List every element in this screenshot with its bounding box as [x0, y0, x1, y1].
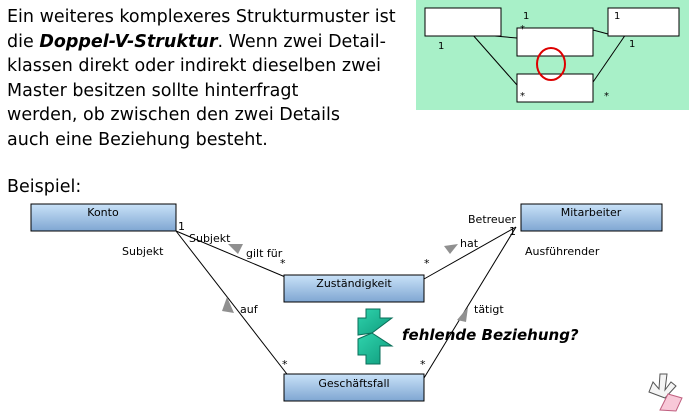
intro-line-2-post: . Wenn zwei Detail- [217, 31, 386, 52]
label-taetigt: tätigt [474, 303, 504, 316]
label-gilt-fuer: gilt für [246, 247, 283, 260]
class-box-geschaeftsfall [283, 373, 425, 402]
class-name-geschaeftsfall: Geschäftsfall [318, 377, 389, 390]
schema-mult-1-right: 1 [629, 39, 635, 50]
class-box-konto [30, 203, 177, 232]
label-subjekt-top: Subjekt [189, 232, 231, 245]
label-ausfuehrender: Ausführender [525, 245, 600, 258]
teal-arrow-up [357, 308, 394, 336]
schema-line-right-lower [590, 33, 627, 86]
missing-relation-double-arrow [357, 308, 394, 365]
schema-box-top-left [424, 7, 502, 37]
schema-highlight-circle [536, 47, 566, 81]
schema-mult-1-top-right: 1 [614, 11, 620, 22]
arrow-taetigt [457, 307, 468, 322]
mult-mitarbeiter-one: 1 [509, 225, 516, 238]
class-name-mitarbeiter: Mitarbeiter [561, 206, 622, 219]
line-mitarbeiter-zustaendigkeit [423, 226, 517, 280]
class-name-konto: Konto [87, 206, 119, 219]
mult-zust-left-star: * [280, 257, 286, 270]
line-mitarbeiter-geschaeftsfall [423, 226, 517, 379]
pointing-hand-icon [648, 373, 683, 412]
intro-line-3: klassen direkt oder indirekt dieselben z… [7, 56, 382, 76]
schema-box-top-right [607, 7, 680, 37]
schema-line-left-lower [471, 33, 518, 86]
schema-mult-star-bottom-right: * [604, 91, 609, 102]
arrow-hat [444, 244, 458, 254]
intro-line-5: werden, ob zwischen den zwei Details [7, 105, 340, 125]
class-name-zustaendigkeit: Zuständigkeit [316, 277, 392, 290]
arrow-gilt-fuer [228, 244, 243, 254]
label-hat: hat [460, 237, 479, 250]
intro-text: Ein weiteres komplexeres Strukturmuster … [7, 5, 417, 152]
arrow-auf [222, 297, 234, 313]
schema-diagram: 1 1 1 1 * * * [416, 0, 689, 110]
schema-mult-star-upper: * [520, 24, 525, 35]
mult-zust-right-star: * [424, 257, 430, 270]
intro-line-1: Ein weiteres komplexeres Strukturmuster … [7, 7, 396, 27]
intro-line-2: die Doppel-V-Struktur. Wenn zwei Detail- [7, 30, 417, 55]
intro-line-4: Master besitzen sollte hinterfragt [7, 80, 299, 101]
schema-mult-star-bottom-left: * [520, 91, 525, 102]
intro-line-6: auch eine Beziehung besteht. [7, 129, 268, 150]
mult-konto-one: 1 [178, 220, 185, 233]
teal-arrow-down [357, 332, 394, 365]
class-box-mitarbeiter [520, 203, 663, 232]
label-subjekt-left: Subjekt [122, 245, 164, 258]
label-auf: auf [240, 303, 259, 316]
label-betreuer: Betreuer [468, 213, 516, 226]
schema-box-middle [516, 27, 594, 57]
mult-gf-left-star: * [282, 358, 288, 371]
beispiel-label: Beispiel: [7, 177, 82, 197]
schema-mult-1-left: 1 [438, 41, 444, 52]
label-fehlende-beziehung: fehlende Beziehung? [402, 326, 579, 344]
class-box-zustaendigkeit [283, 274, 425, 303]
schema-mult-1-top-left: 1 [523, 11, 529, 22]
line-konto-geschaeftsfall [175, 230, 291, 379]
mult-gf-right-star: * [420, 358, 426, 371]
schema-line-right-upper [592, 29, 609, 35]
line-konto-zustaendigkeit [175, 230, 291, 280]
intro-line-2-pre: die [7, 31, 40, 52]
term-doppel-v-struktur: Doppel-V-Struktur [39, 31, 218, 52]
